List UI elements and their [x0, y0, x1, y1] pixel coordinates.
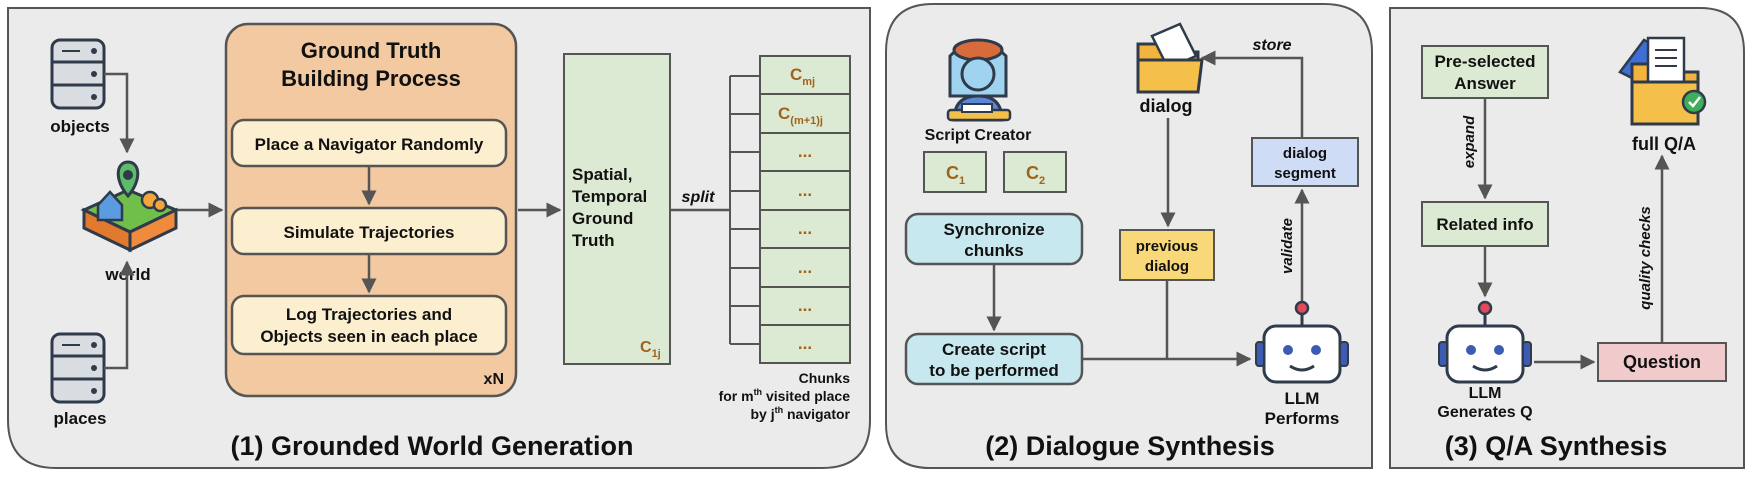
- chunk-cmj-label: Cmj: [790, 65, 815, 88]
- c2-chunk-label: C2: [1026, 163, 1045, 187]
- objects-to-world-arrow: [104, 72, 135, 154]
- panel-qa-synthesis: Pre-selected Answer expand Related info …: [1389, 7, 1745, 469]
- script-creator-label: Script Creator: [925, 127, 1032, 144]
- step-log-line2: Objects seen in each place: [260, 327, 477, 346]
- step-place-navigator: [230, 118, 508, 168]
- dialog-segment-line2: segment: [1274, 165, 1336, 182]
- chunk-cell: [759, 170, 851, 211]
- gt-title-line1: Ground Truth: [301, 38, 442, 63]
- c1-chunk-label: C1: [946, 163, 965, 187]
- panel2-caption: (2) Dialogue Synthesis: [985, 431, 1275, 461]
- question-label: Question: [1623, 352, 1701, 372]
- spatial-temporal-ground-truth-box: [563, 53, 671, 365]
- chunk-ellipsis: ...: [798, 258, 812, 277]
- store-arrow: [1200, 50, 1304, 138]
- chunk-cell: [759, 209, 851, 249]
- validate-label: validate: [1279, 218, 1296, 274]
- chunk-cell: [759, 324, 851, 364]
- spatial-line4: Truth: [572, 231, 615, 250]
- full-qa-folder-icon: [1618, 36, 1707, 126]
- llm-generates-line2: Generates Q: [1437, 404, 1532, 421]
- chunks-column: Cmj C(m+1)j ... ... ... ... ... ...: [759, 55, 851, 364]
- objects-label: objects: [50, 117, 110, 136]
- chunk-cell: [759, 286, 851, 326]
- script-creator-icon: [946, 38, 1012, 122]
- preselected-answer-box: [1421, 45, 1549, 99]
- create-script-line2: to be performed: [929, 361, 1058, 380]
- spatial-line1: Spatial,: [572, 165, 632, 184]
- previous-dialog-box: [1119, 229, 1215, 281]
- step-log-trajectories: [230, 294, 508, 356]
- expand-label: expand: [1461, 115, 1478, 168]
- llm-robot-icon: [1438, 300, 1532, 384]
- objects-database-icon: [50, 38, 106, 110]
- preselected-line1: Pre-selected: [1434, 52, 1535, 71]
- llm-robot-icon: [1255, 300, 1349, 384]
- dialog-label: dialog: [1140, 96, 1193, 116]
- c2-chunk-box: [1003, 151, 1067, 193]
- step-simulate-trajectories: [230, 206, 508, 256]
- chunks-note-line3: by jth navigator: [750, 405, 850, 422]
- chunk-cell: [759, 132, 851, 172]
- spatial-line2: Temporal: [572, 187, 647, 206]
- step-simulate-trajectories-label: Simulate Trajectories: [283, 223, 454, 242]
- chunk-cell: [759, 93, 851, 134]
- panel-grounded-world-generation: objects world places: [7, 7, 871, 469]
- gt-title-line2: Building Process: [281, 66, 461, 91]
- chunk-cm1j-label: C(m+1)j: [778, 104, 823, 127]
- dialog-segment-box: [1251, 137, 1359, 187]
- chunk-ellipsis: ...: [798, 181, 812, 200]
- c1-chunk-box: [923, 151, 987, 193]
- spatial-line3: Ground: [572, 209, 633, 228]
- llm-performs-line2: Performs: [1265, 409, 1340, 428]
- chunk-cell: [759, 247, 851, 288]
- places-to-world-arrow: [104, 260, 135, 370]
- llm-performs-line1: LLM: [1285, 389, 1320, 408]
- chunks-note-line1: Chunks: [799, 370, 851, 386]
- chunks-note-line2: for mth visited place: [719, 387, 851, 404]
- split-label: split: [682, 189, 716, 206]
- panel3-caption: (3) Q/A Synthesis: [1445, 431, 1668, 461]
- full-qa-label: full Q/A: [1632, 134, 1696, 154]
- synchronize-line1: Synchronize: [943, 220, 1044, 239]
- preselected-line2: Answer: [1454, 74, 1516, 93]
- chunk-ellipsis: ...: [798, 142, 812, 161]
- places-label: places: [54, 409, 107, 428]
- step-place-navigator-label: Place a Navigator Randomly: [255, 135, 484, 154]
- world-icon: [80, 160, 180, 253]
- step-log-line1: Log Trajectories and: [286, 305, 452, 324]
- panel-dialogue-synthesis: Script Creator C1 C2 Synchronize chunks …: [885, 3, 1373, 469]
- previous-dialog-line2: dialog: [1145, 258, 1189, 275]
- question-box: [1597, 342, 1727, 382]
- related-info-label: Related info: [1436, 215, 1533, 234]
- chunk-ellipsis: ...: [798, 334, 812, 353]
- related-info-box: [1421, 201, 1549, 247]
- store-label: store: [1252, 37, 1291, 54]
- chunk-c1j-label: C1j: [640, 339, 661, 360]
- chunk-ellipsis: ...: [798, 219, 812, 238]
- create-script-line1: Create script: [942, 340, 1046, 359]
- chunk-cell: [759, 55, 851, 95]
- chunk-bracket: [729, 75, 760, 345]
- dialog-folder-icon: [1136, 22, 1204, 94]
- repeat-label: xN: [484, 371, 504, 388]
- synchronize-chunks-box: [904, 212, 1084, 266]
- quality-checks-label: quality checks: [1637, 206, 1654, 309]
- previous-dialog-line1: previous: [1136, 238, 1199, 255]
- places-database-icon: [50, 332, 106, 404]
- chunk-ellipsis: ...: [798, 296, 812, 315]
- llm-generates-line1: LLM: [1469, 385, 1502, 402]
- panel1-caption: (1) Grounded World Generation: [230, 431, 633, 461]
- dialog-segment-line1: dialog: [1283, 145, 1327, 162]
- synchronize-line2: chunks: [964, 241, 1024, 260]
